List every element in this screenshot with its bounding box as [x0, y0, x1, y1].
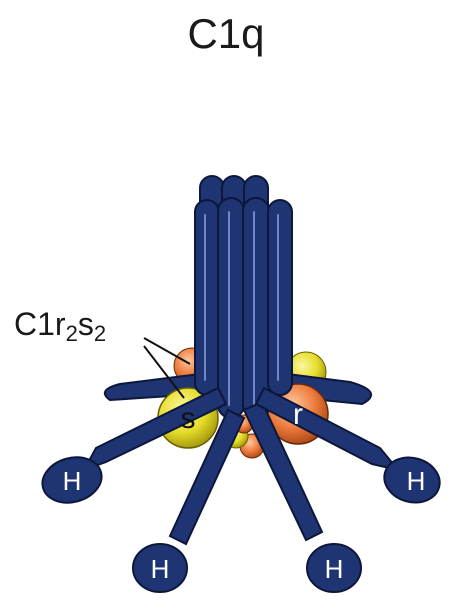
- c1r-letter: r: [293, 398, 303, 431]
- head-label-far-left: H: [63, 466, 82, 496]
- head-label-near-left: H: [151, 554, 170, 584]
- globular-heads: [37, 451, 444, 592]
- head-label-far-right: H: [407, 466, 426, 496]
- head-label-near-right: H: [325, 554, 344, 584]
- c1s-letter: s: [181, 402, 196, 435]
